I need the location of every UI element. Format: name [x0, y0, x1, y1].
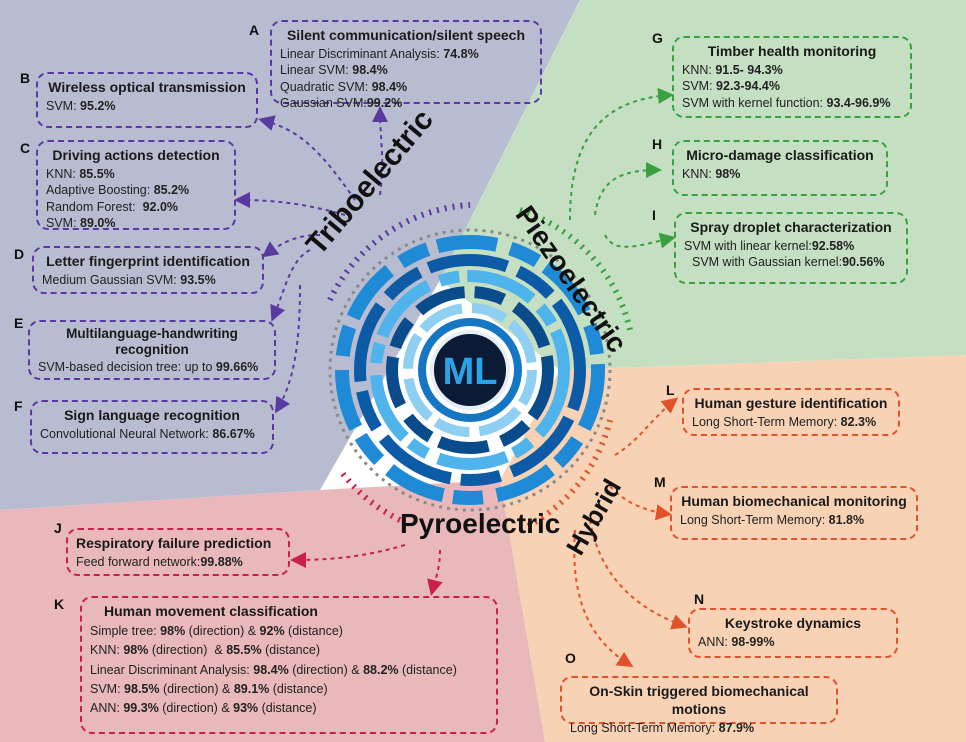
line: ANN: 99.3% (direction) & 93% (distance): [90, 701, 317, 716]
box-silent-speech: Silent communication/silent speech Linea…: [270, 20, 542, 110]
box-title: Keystroke dynamics: [724, 615, 862, 631]
box-human-gesture: Human gesture identification Long Short-…: [682, 388, 900, 436]
box-respiratory-failure: Respiratory failure prediction Feed forw…: [66, 528, 290, 576]
letter-a: A: [249, 22, 260, 38]
letter-d: D: [14, 246, 25, 262]
line: Feed forward network:99.88%: [76, 555, 243, 570]
line: Simple tree: 98% (direction) & 92% (dist…: [90, 624, 343, 639]
line: Medium Gaussian SVM: 93.5%: [42, 273, 216, 288]
line: SVM with kernel function: 93.4-96.9%: [682, 95, 891, 110]
line: Long Short-Term Memory: 82.3%: [692, 415, 877, 430]
arrow-d: [261, 234, 321, 258]
box-title: Spray droplet characterization: [690, 219, 892, 235]
box-human-movement: Human movement classification Simple tre…: [80, 596, 498, 734]
line: Linear SVM: 98.4%: [280, 63, 388, 78]
box-title: Multilanguage-handwriting recognition: [66, 326, 238, 357]
box-title: Wireless optical transmission: [48, 79, 246, 95]
line: Quadratic SVM: 98.4%: [280, 79, 408, 94]
box-title: Driving actions detection: [52, 147, 220, 163]
arrow-a: [372, 106, 389, 196]
letter-i: I: [652, 207, 656, 223]
letter-o: O: [565, 650, 576, 666]
box-multilanguage-handwriting: Multilanguage-handwriting recognition SV…: [28, 320, 276, 380]
line: Convolutional Neural Network: 86.67%: [40, 427, 255, 442]
label-pyroelectric: Pyroelectric: [400, 508, 561, 539]
letter-b: B: [20, 70, 31, 86]
box-title: Letter fingerprint identification: [46, 253, 250, 269]
box-micro-damage: Micro-damage classification KNN: 98%: [672, 140, 888, 196]
pyroelectric-region: [0, 480, 545, 742]
line: SVM: 95.2%: [46, 99, 116, 114]
box-keystroke-dynamics: Keystroke dynamics ANN: 98-99%: [688, 608, 898, 658]
ml-emblem: [328, 228, 612, 512]
box-title: Sign language recognition: [64, 407, 240, 423]
box-wireless-optical: Wireless optical transmission SVM: 95.2%: [36, 72, 258, 128]
box-title: Human gesture identification: [694, 395, 888, 411]
letter-f: F: [14, 398, 23, 414]
line: SVM with Gaussian kernel:90.56%: [692, 255, 885, 270]
arrow-l: [614, 397, 679, 456]
letter-c: C: [20, 140, 31, 156]
arrow-h: [594, 162, 662, 216]
line: Long Short-Term Memory: 81.8%: [680, 513, 865, 528]
line: ANN: 98-99%: [698, 635, 775, 650]
arrow-f: [274, 284, 301, 414]
arrow-b: [258, 115, 356, 201]
arrow-m: [604, 479, 672, 521]
box-title: On-Skin triggered biomechanical motions: [589, 683, 809, 718]
arrow-j: [290, 544, 406, 568]
arrow-g: [569, 87, 674, 221]
line: SVM with linear kernel:92.58%: [684, 239, 855, 254]
box-on-skin-biomechanical: On-Skin triggered biomechanical motions …: [560, 676, 838, 735]
line: Linear Discriminant Analysis: 98.4% (dir…: [90, 662, 457, 677]
letter-m: M: [654, 474, 666, 490]
arrow-n: [589, 519, 688, 630]
pyro-arc: [337, 468, 402, 523]
letter-e: E: [14, 315, 24, 331]
letter-j: J: [54, 520, 62, 536]
line: Long Short-Term Memory: 87.9%: [570, 721, 755, 736]
letter-n: N: [694, 591, 705, 607]
box-timber-health: Timber health monitoring KNN: 91.5- 94.3…: [672, 36, 912, 118]
box-spray-droplet: Spray droplet characterization SVM with …: [674, 212, 908, 284]
hybrid-region: [500, 355, 966, 742]
line: Linear Discriminant Analysis: 74.8%: [280, 47, 479, 62]
box-title: Human biomechanical monitoring: [681, 493, 907, 509]
box-title: Timber health monitoring: [707, 43, 877, 59]
line: SVM: 98.5% (direction) & 89.1% (distance…: [90, 681, 328, 696]
letter-k: K: [54, 596, 65, 612]
line: SVM-based decision tree: up to 99.66%: [38, 360, 259, 375]
box-driving-actions: Driving actions detection KNN: 85.5% Ada…: [36, 140, 236, 230]
line: SVM: 89.0%: [46, 215, 116, 230]
arrow-k: [427, 549, 443, 596]
hybrid-arc: [518, 419, 613, 533]
letter-l: L: [666, 382, 675, 398]
arrow-o: [573, 529, 634, 668]
box-letter-fingerprint: Letter fingerprint identification Medium…: [32, 246, 264, 294]
line: KNN: 98% (direction) & 85.5% (distance): [90, 643, 320, 658]
piezoelectric-region: [440, 0, 966, 370]
line: SVM: 92.3-94.4%: [682, 79, 780, 94]
box-title: Respiratory failure prediction: [76, 535, 272, 551]
line: KNN: 85.5%: [46, 167, 115, 182]
letter-h: H: [652, 136, 663, 152]
line: KNN: 91.5- 94.3%: [682, 63, 783, 78]
arrow-e: [270, 249, 311, 322]
box-title: Silent communication/silent speech: [286, 27, 526, 43]
box-title: Human movement classification: [104, 603, 318, 619]
line: Random Forest: 92.0%: [46, 199, 179, 214]
ml-label: ML: [443, 351, 498, 393]
box-sign-language: Sign language recognition Convolutional …: [30, 400, 274, 454]
line: Adaptive Boosting: 85.2%: [46, 183, 190, 198]
box-human-biomechanical: Human biomechanical monitoring Long Shor…: [670, 486, 918, 540]
letter-g: G: [652, 30, 663, 46]
arrow-c: [234, 192, 346, 216]
line: Gaussian SVM:99.2%: [280, 95, 403, 110]
box-title: Micro-damage classification: [686, 147, 874, 163]
tribo-arc: [327, 202, 471, 302]
line: KNN: 98%: [682, 167, 741, 182]
